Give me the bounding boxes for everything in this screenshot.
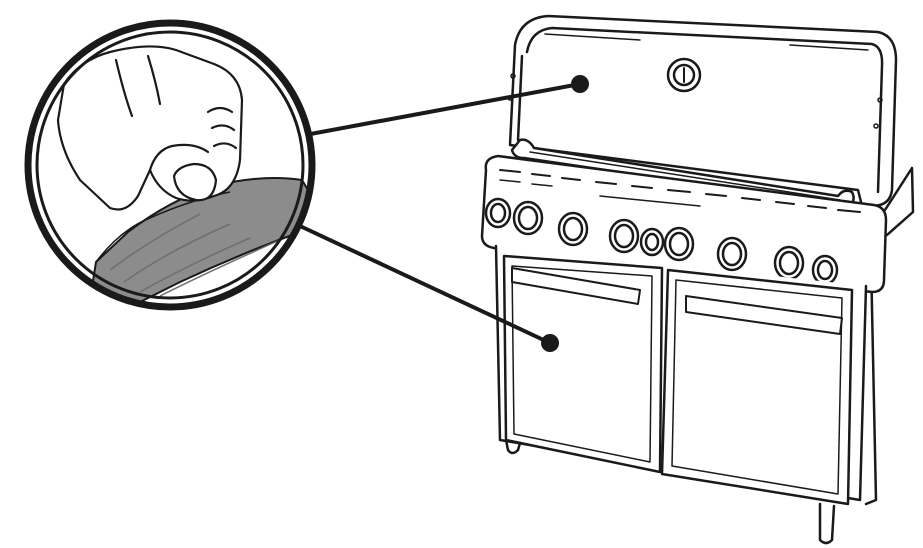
left-cabinet-door: [504, 256, 662, 472]
thermometer-icon: [668, 59, 700, 91]
knob-icon: [559, 213, 587, 245]
knob-icon: [718, 238, 746, 270]
grill: [482, 16, 913, 543]
knob-icon: [665, 228, 693, 260]
knob-icon: [514, 202, 542, 234]
knob-icon: [641, 229, 663, 255]
foot-right: [820, 504, 834, 543]
knob-icon: [775, 247, 803, 279]
right-cabinet-door: [662, 270, 852, 504]
knob-icon: [813, 256, 837, 284]
knob-icon: [486, 199, 510, 227]
callout-dot-lid: [571, 75, 589, 93]
callout-dot-cabinet-door: [541, 334, 559, 352]
cabinet: [496, 246, 866, 543]
magnified-detail: [28, 23, 320, 320]
knob-icon: [610, 220, 638, 252]
